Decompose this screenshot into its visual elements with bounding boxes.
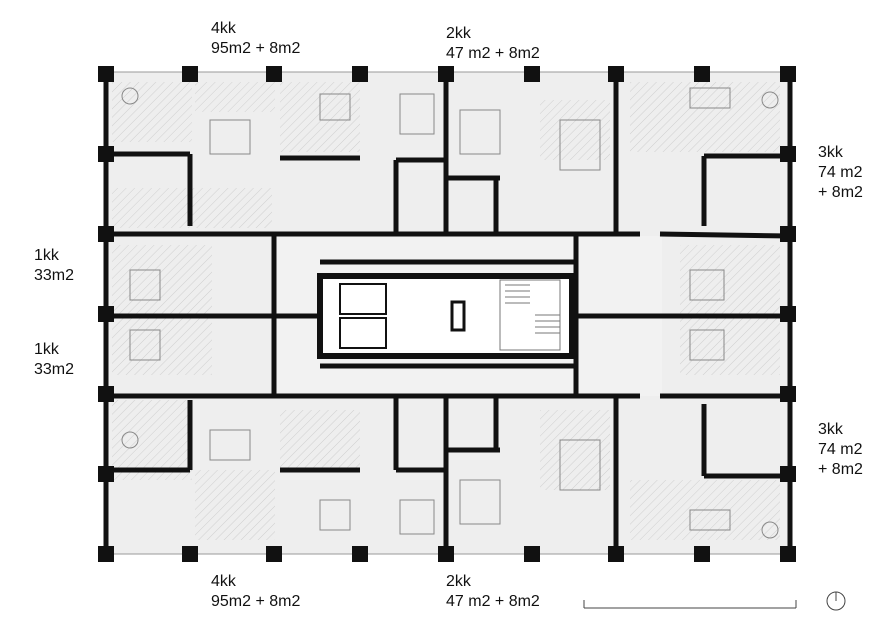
label-bottom-left: 4kk 95m2 + 8m2 [211, 572, 300, 612]
unit-area: 95m2 + 8m2 [211, 40, 301, 57]
unit-area: 95m2 + 8m2 [211, 593, 301, 610]
unit-area: 47 m2 + 8m2 [446, 593, 540, 610]
unit-type: 3kk [818, 421, 843, 438]
unit-area: 74 m2 [818, 441, 863, 458]
unit-extra-area: + 8m2 [818, 184, 863, 201]
unit-type: 1kk [34, 341, 59, 358]
unit-type: 2kk [446, 25, 471, 42]
columns [98, 66, 796, 562]
unit-area: 47 m2 + 8m2 [446, 45, 540, 62]
staircase [499, 279, 561, 351]
scale-bar [583, 600, 797, 609]
furniture [121, 87, 779, 539]
unit-type: 3kk [818, 144, 843, 161]
label-bottom-middle: 2kk 47 m2 + 8m2 [446, 572, 540, 612]
unit-area: 33m2 [34, 361, 75, 378]
north-arrow-icon [826, 591, 846, 611]
lift-shaft [450, 300, 466, 332]
elevator-left [339, 283, 387, 315]
label-top-middle: 2kk 47 m2 + 8m2 [446, 24, 540, 64]
unit-type: 1kk [34, 247, 59, 264]
label-left-upper: 1kk 33m2 [34, 246, 74, 286]
label-right-bottom: 3kk 74 m2 + 8m2 [818, 420, 863, 480]
unit-type: 2kk [446, 573, 471, 590]
unit-type: 4kk [211, 573, 236, 590]
unit-type: 4kk [211, 20, 236, 37]
label-left-lower: 1kk 33m2 [34, 340, 74, 380]
unit-area: 33m2 [34, 267, 75, 284]
label-right-top: 3kk 74 m2 + 8m2 [818, 143, 863, 203]
unit-area: 74 m2 [818, 164, 863, 181]
unit-extra-area: + 8m2 [818, 461, 863, 478]
label-top-left: 4kk 95m2 + 8m2 [211, 19, 300, 59]
elevator-right [339, 317, 387, 349]
